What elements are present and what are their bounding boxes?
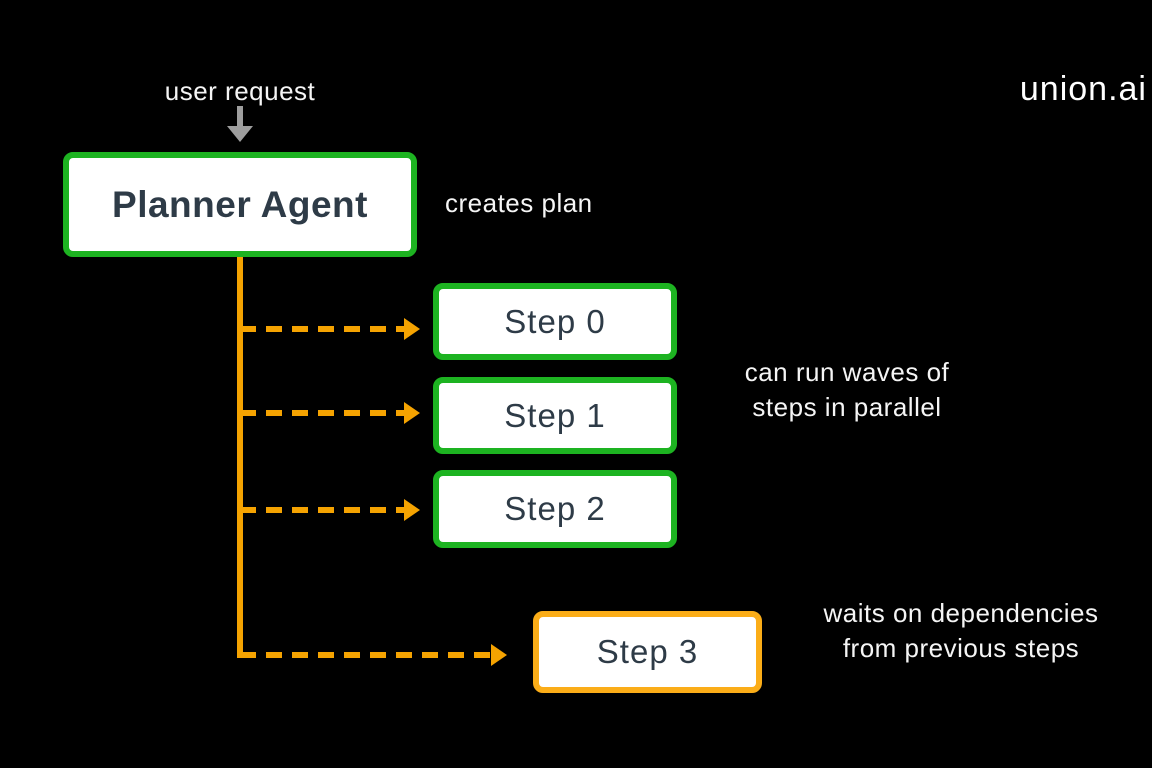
parallel-note: can run waves of steps in parallel <box>722 355 972 425</box>
arrow-dashes <box>240 326 404 332</box>
parallel-note-line2: steps in parallel <box>752 392 942 422</box>
step-label-3: Step 3 <box>596 633 699 670</box>
dashed-arrow-step-1 <box>240 402 420 424</box>
step-box-3: Step 3 <box>533 611 762 693</box>
planner-agent-label: Planner Agent <box>112 183 368 225</box>
dashed-arrow-step-3 <box>240 644 507 666</box>
step-label-0: Step 0 <box>504 302 606 340</box>
step-label-1: Step 1 <box>504 396 606 434</box>
user-request-label: user request <box>164 76 316 106</box>
arrowhead-icon <box>404 499 420 521</box>
brand-logo: union.ai <box>1019 70 1147 108</box>
arrow-dashes <box>240 507 404 513</box>
parallel-note-line1: can run waves of <box>744 357 950 387</box>
planner-agent-box: Planner Agent <box>63 152 417 257</box>
planner-branch-line <box>237 257 243 658</box>
dependency-note: waits on dependencies from previous step… <box>786 596 1136 666</box>
dashed-arrow-step-2 <box>240 499 420 521</box>
down-arrow-icon <box>227 106 253 142</box>
creates-plan-label: creates plan <box>445 188 593 218</box>
dependency-note-line2: from previous steps <box>842 633 1080 663</box>
step-box-0: Step 0 <box>433 283 677 360</box>
step-box-2: Step 2 <box>433 470 677 548</box>
arrowhead-icon <box>491 644 507 666</box>
arrowhead-icon <box>404 402 420 424</box>
step-box-1: Step 1 <box>433 377 677 454</box>
arrowhead-icon <box>404 318 420 340</box>
dependency-note-line1: waits on dependencies <box>823 598 1099 628</box>
arrow-dashes <box>240 410 404 416</box>
step-label-2: Step 2 <box>504 490 606 527</box>
arrow-dashes <box>240 652 491 658</box>
dashed-arrow-step-0 <box>240 318 420 340</box>
